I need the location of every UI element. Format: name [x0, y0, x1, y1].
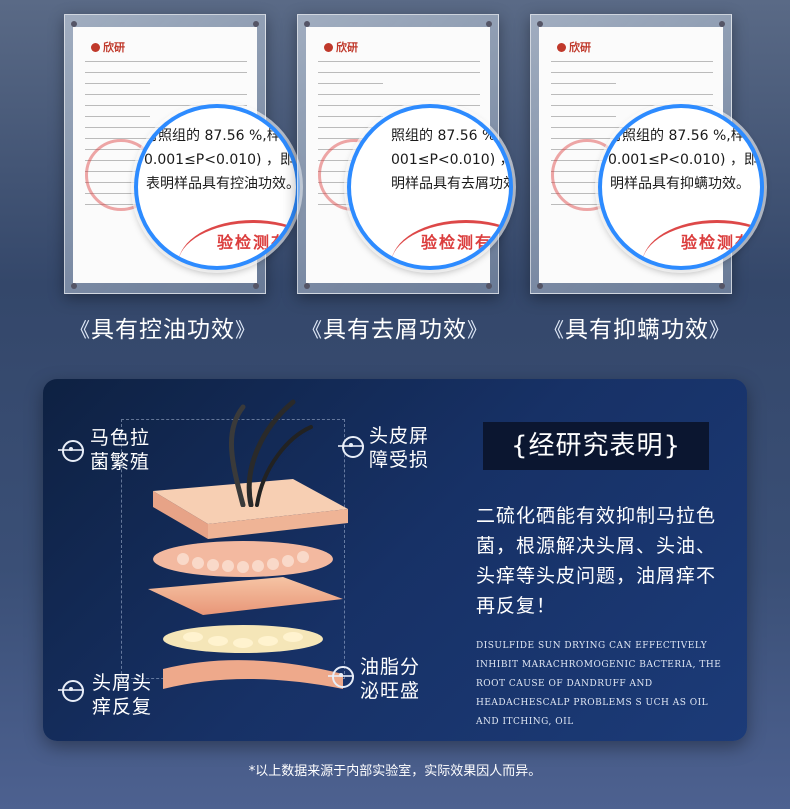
caption-2: 《具有去屑功效》 — [302, 317, 488, 343]
diagram-label-top-left: 马色拉菌繁殖 — [90, 427, 151, 473]
crosshair-icon — [58, 680, 84, 702]
magnified-line: 0.001≤P<0.010) ，即试验 — [608, 152, 760, 168]
magnified-line: 表明样品具有控油功效。 — [146, 176, 300, 192]
caption-1: 《具有控油功效》 — [70, 317, 256, 343]
diagram-label-bottom-left: 头屑头痒反复 — [92, 672, 153, 718]
magnifier-3: 对照组的 87.56 %,样品 0.001≤P<0.010) ，即试验 明样品具… — [598, 104, 764, 270]
research-heading: {经研究表明} — [483, 422, 709, 470]
research-panel: 马色拉菌繁殖 头皮屏障受损 头屑头痒反复 油脂分泌旺盛 {经研究表明} 二硫化硒… — [43, 379, 747, 741]
diagram-label-bottom-right: 油脂分泌旺盛 — [360, 656, 421, 702]
crosshair-icon — [58, 440, 84, 462]
magnifier-2: 照组的 87.56 %,样品 001≤P<0.010) ，即试验 明样品具有去屑… — [347, 104, 513, 270]
magnified-line: 对照组的 87.56 %,样品 — [144, 128, 295, 144]
research-body-cn: 二硫化硒能有效抑制马拉色菌，根源解决头屑、头油、头痒等头皮问题，油屑痒不再反复！ — [476, 505, 717, 617]
skin-layers-illustration — [148, 479, 348, 689]
hair-strands-illustration — [229, 399, 313, 507]
certificate-logo: 欣研 — [91, 39, 125, 55]
certificate-logo: 欣研 — [557, 39, 591, 55]
caption-3: 《具有抑螨功效》 — [544, 317, 730, 343]
magnifier-1: 对照组的 87.56 %,样品 0.001≤P<0.010) ，即试验 表明样品… — [134, 104, 300, 270]
crosshair-icon — [338, 436, 364, 458]
diagram-label-top-right: 头皮屏障受损 — [369, 425, 430, 471]
magnified-line: 照组的 87.56 %,样品 — [391, 128, 513, 144]
footnote: *以上数据来源于内部实验室，实际效果因人而异。 — [248, 764, 542, 779]
certificate-logo: 欣研 — [324, 39, 358, 55]
magnified-line: 明样品具有去屑功效。 — [391, 176, 509, 192]
magnified-line: 0.001≤P<0.010) ，即试验 — [144, 152, 296, 168]
magnified-line: 对照组的 87.56 %,样品 — [608, 128, 759, 144]
research-body-en: DISULFIDE SUN DRYING CAN EFFECTIVELY INH… — [476, 641, 722, 727]
crosshair-icon — [328, 666, 354, 688]
magnified-stamp: 验检测有 — [642, 220, 760, 266]
magnified-line: 001≤P<0.010) ，即试验 — [391, 152, 513, 168]
magnified-stamp: 验检测有限 — [391, 220, 509, 266]
magnified-stamp: 验检测有 — [178, 220, 296, 266]
magnified-line: 明样品具有抑螨功效。 — [610, 176, 750, 192]
